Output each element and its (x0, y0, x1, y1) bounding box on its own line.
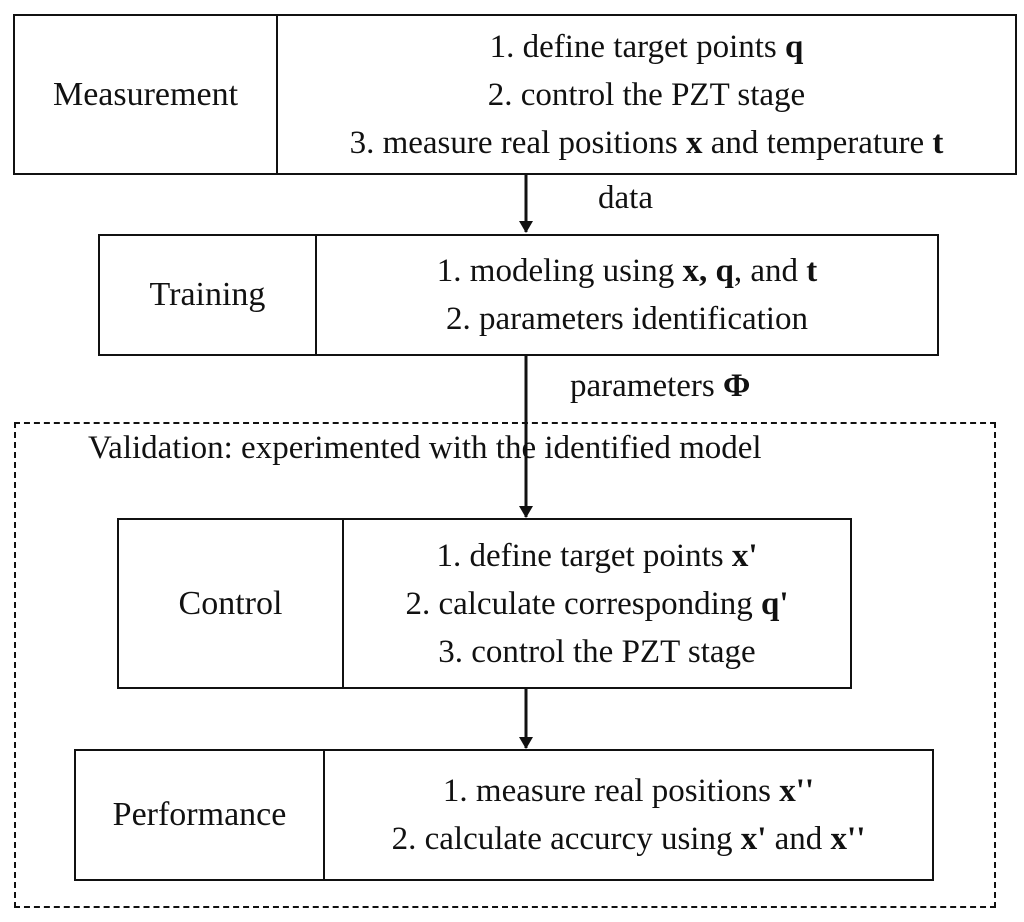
control-label: Control (119, 520, 344, 687)
control-steps: 1. define target points x' 2. calculate … (344, 520, 850, 687)
control-step-2: 2. calculate corresponding q' (405, 585, 789, 622)
training-label: Training (100, 236, 317, 354)
validation-title: Validation: experimented with the identi… (88, 430, 762, 466)
performance-label: Performance (76, 751, 325, 879)
validation-frame (14, 422, 996, 908)
phi-symbol: Φ (723, 368, 751, 404)
edge-label-parameters: parameters Φ (570, 368, 751, 404)
performance-step-1: 1. measure real positions x'' (442, 773, 815, 809)
measurement-label: Measurement (15, 16, 278, 173)
training-step-1: 1. modeling using x, q, and t (436, 253, 818, 289)
training-steps: 1. modeling using x, q, and t 2. paramet… (317, 236, 937, 354)
performance-stage: Performance 1. measure real positions x'… (74, 749, 934, 881)
control-step-1: 1. define target points x' (436, 537, 758, 574)
training-step-2: 2. parameters identification (446, 301, 808, 337)
measurement-stage: Measurement 1. define target points q 2.… (13, 14, 1017, 175)
measurement-step-3: 3. measure real positions x and temperat… (349, 124, 944, 161)
measurement-steps: 1. define target points q 2. control the… (278, 16, 1015, 173)
training-stage: Training 1. modeling using x, q, and t 2… (98, 234, 939, 356)
control-stage: Control 1. define target points x' 2. ca… (117, 518, 852, 689)
edge-label-data: data (598, 180, 653, 216)
control-step-3: 3. control the PZT stage (438, 633, 756, 670)
measurement-step-1: 1. define target points q (489, 28, 804, 65)
performance-step-2: 2. calculate accurcy using x' and x'' (391, 821, 866, 857)
performance-steps: 1. measure real positions x'' 2. calcula… (325, 751, 932, 879)
measurement-step-2: 2. control the PZT stage (487, 76, 806, 113)
